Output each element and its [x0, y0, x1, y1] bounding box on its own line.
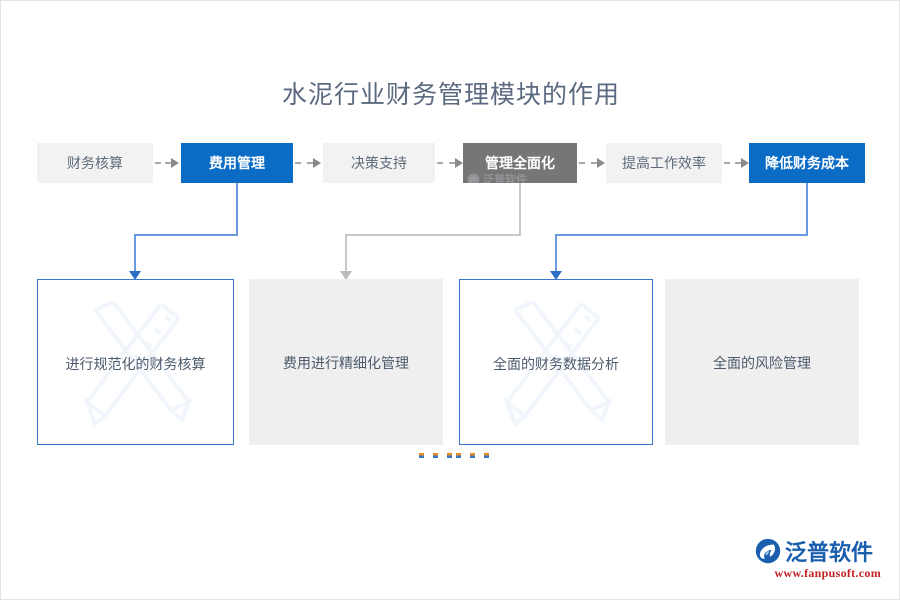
flow-step-label: 财务核算 [67, 155, 123, 171]
card-refined-expense-management[interactable]: 费用进行精细化管理 [249, 279, 443, 445]
flow-step-label: 降低财务成本 [765, 155, 849, 171]
arrow-right-icon [171, 158, 179, 168]
connector-segment-vertical [519, 183, 521, 236]
connector-segment-horizontal [555, 234, 808, 236]
fanpu-swoosh-icon [755, 538, 781, 564]
arrow-right-icon [313, 158, 321, 168]
card-comprehensive-risk-management[interactable]: 全面的风险管理 [665, 279, 859, 445]
dot [419, 453, 424, 458]
flow-step-comprehensive-management[interactable]: 管理全面化 泛普软件 [463, 143, 577, 183]
dot [456, 453, 461, 458]
dashed-line-icon [724, 162, 741, 164]
arrow-right-icon [741, 158, 749, 168]
flow-step-decision-support[interactable]: 决策支持 [323, 143, 435, 183]
connector-segment-vertical [806, 183, 808, 236]
connector-segment-vertical [134, 234, 136, 274]
flow-step-label: 提高工作效率 [622, 155, 706, 171]
flow-connector-1 [155, 158, 179, 168]
flow-step-expense-management[interactable]: 费用管理 [181, 143, 293, 183]
card-standardized-accounting[interactable]: 进行规范化的财务核算 [37, 279, 234, 445]
brand-url: www.fanpusoft.com [774, 566, 881, 580]
connector-segment-vertical [236, 183, 238, 236]
flow-connector-4 [579, 158, 605, 168]
dashed-line-icon [579, 162, 597, 164]
flow-connector-3 [437, 158, 463, 168]
dashed-line-icon [437, 162, 455, 164]
arrow-right-icon [597, 158, 605, 168]
flow-step-reduce-financial-cost[interactable]: 降低财务成本 [749, 143, 865, 183]
brand-logo-row: 泛普软件 [755, 537, 881, 565]
page-title: 水泥行业财务管理模块的作用 [281, 81, 620, 109]
dashed-line-icon [295, 162, 313, 164]
connector-segment-horizontal [345, 234, 521, 236]
card-label: 全面的风险管理 [713, 355, 811, 371]
arrow-right-icon [455, 158, 463, 168]
dot [447, 453, 452, 458]
card-label: 进行规范化的财务核算 [65, 356, 206, 372]
flow-connector-5 [724, 158, 749, 168]
dot [470, 453, 475, 458]
fanpu-swoosh-icon [467, 172, 480, 183]
card-label: 费用进行精细化管理 [283, 355, 409, 371]
arrow-down-icon [340, 271, 352, 280]
flow-step-improve-efficiency[interactable]: 提高工作效率 [606, 143, 722, 183]
connector-segment-vertical [555, 234, 557, 274]
arrow-down-icon [550, 271, 562, 280]
ellipsis-dots-group-2 [456, 453, 489, 458]
card-label: 全面的财务数据分析 [493, 356, 619, 372]
ellipsis-dots-group-1 [419, 453, 452, 458]
card-financial-data-analysis[interactable]: 全面的财务数据分析 [459, 279, 653, 445]
connector-segment-vertical [345, 234, 347, 274]
brand-name: 泛普软件 [785, 540, 874, 565]
dot [433, 453, 438, 458]
connector-segment-horizontal [134, 234, 238, 236]
dot [484, 453, 489, 458]
flow-connector-2 [295, 158, 321, 168]
dashed-line-icon [155, 162, 171, 164]
flow-step-label: 费用管理 [209, 155, 265, 171]
brand-logo[interactable]: 泛普软件 www.fanpusoft.com [755, 537, 881, 585]
flow-step-label: 决策支持 [351, 155, 407, 171]
flow-step-financial-accounting[interactable]: 财务核算 [37, 143, 153, 183]
arrow-down-icon [129, 271, 141, 280]
flow-step-label: 管理全面化 [485, 155, 555, 171]
